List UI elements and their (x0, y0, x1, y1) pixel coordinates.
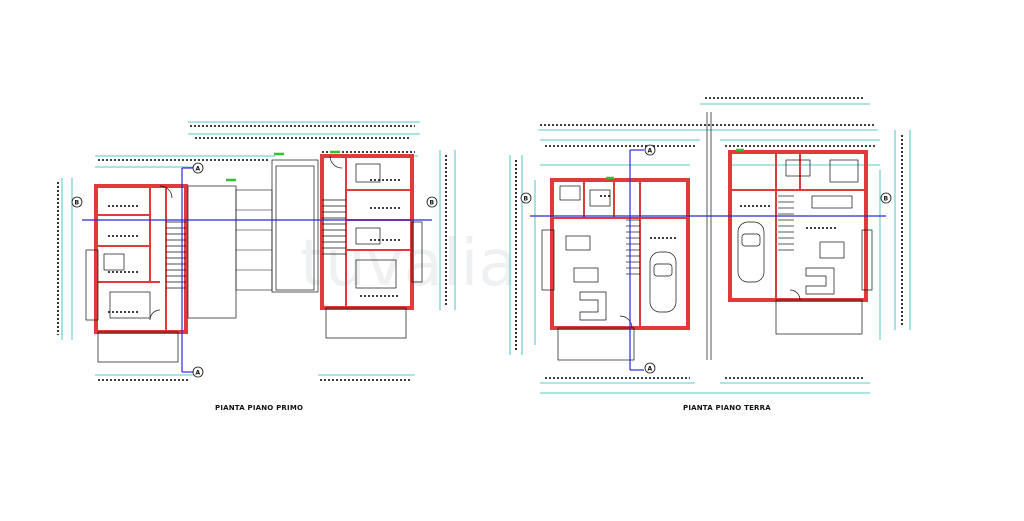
bathroom-fixtures (559, 185, 581, 201)
stair-right (322, 199, 346, 255)
ground-floor-left-unit (541, 176, 690, 361)
section-b-label: B (75, 200, 80, 207)
first-floor-section-axes: B B A A (71, 162, 438, 378)
bathroom-fixtures (355, 163, 381, 183)
bathroom-fixtures (103, 253, 125, 271)
bed-icon (355, 259, 397, 289)
stair-ground-right (778, 195, 794, 251)
terrace-left (97, 331, 179, 363)
first-floor-courtyard (187, 152, 319, 319)
ground-floor-top-dimensions (538, 97, 880, 166)
stair-left (166, 221, 186, 289)
section-a-label: A (648, 366, 653, 373)
ground-floor-bottom-dimensions (540, 377, 870, 394)
first-floor-caption: PIANTA PIANO PRIMO (215, 404, 303, 412)
door-icon (619, 315, 633, 329)
kitchen-icon (829, 159, 859, 183)
car-icon (737, 221, 765, 283)
first-floor-plan: B B A A PIANTA PIANO PRIMO (57, 121, 456, 412)
section-b-label: B (430, 200, 435, 207)
bathroom-fixtures (355, 227, 381, 245)
door-icon (329, 155, 343, 169)
ground-floor-right-unit (728, 148, 873, 335)
ground-floor-section-axes: B B A A (520, 144, 892, 374)
section-b-label: B (884, 196, 889, 203)
first-floor-side-dimensions (57, 150, 456, 340)
section-a-label: A (196, 166, 201, 173)
section-a-label: A (196, 370, 201, 377)
sofa-icon (805, 267, 835, 295)
ground-floor-side-dimensions (509, 130, 911, 355)
stair-ground-left (626, 219, 640, 275)
door-icon (789, 289, 801, 301)
door-icon (159, 185, 173, 199)
first-floor-bottom-dimensions (95, 374, 415, 381)
kitchen-counter (811, 195, 853, 209)
first-floor-left-unit (85, 184, 188, 363)
car-icon (649, 251, 677, 313)
porch-left (557, 327, 635, 361)
first-floor-top-dimensions (95, 121, 420, 168)
section-b-label: B (524, 196, 529, 203)
table-icon (565, 235, 591, 251)
first-floor-right-unit (320, 150, 423, 339)
watermark: tuvalia (300, 227, 518, 301)
bathroom-fixtures (785, 159, 811, 177)
dining-table-icon (573, 267, 599, 283)
kitchen-icon (589, 189, 611, 207)
ground-floor-plan: B B A A PIANTA PIANO TERRA (509, 97, 911, 412)
porch-right (775, 299, 863, 335)
section-a-label: A (648, 148, 653, 155)
terrace-right (325, 307, 407, 339)
door-icon (149, 309, 161, 321)
dining-table-icon (819, 241, 845, 259)
sofa-icon (579, 291, 607, 321)
ground-floor-caption: PIANTA PIANO TERRA (683, 404, 771, 412)
bed-icon (109, 291, 151, 319)
